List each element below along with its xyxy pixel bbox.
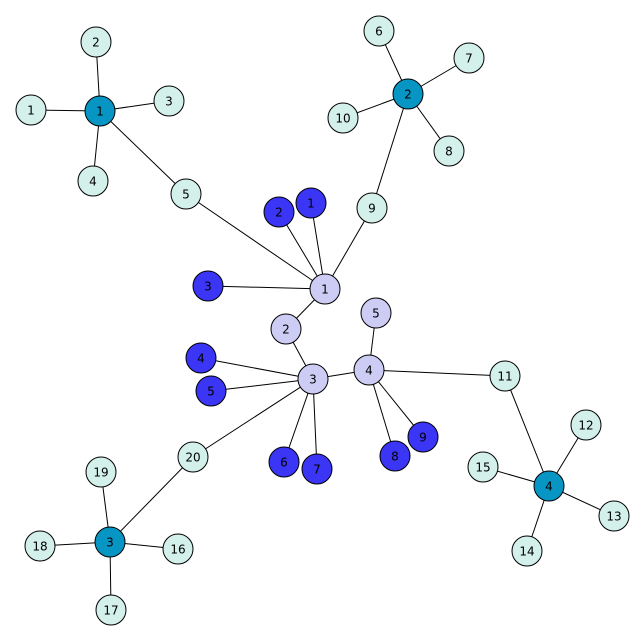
node-circle bbox=[511, 535, 543, 567]
node-circle bbox=[309, 273, 341, 305]
node-leaf-3: 3 bbox=[153, 85, 185, 117]
edge-l20-h3 bbox=[109, 456, 194, 543]
node-leaf-4: 4 bbox=[77, 165, 109, 197]
node-leaf-12: 12 bbox=[570, 409, 602, 441]
edge-h1-l5 bbox=[99, 110, 187, 195]
node-circle bbox=[263, 196, 295, 228]
node-circle bbox=[15, 94, 47, 126]
node-circle bbox=[433, 135, 465, 167]
node-leaf-7: 7 bbox=[453, 42, 485, 74]
node-circle bbox=[356, 192, 388, 224]
node-circle bbox=[360, 297, 392, 329]
edge-c3-l20 bbox=[192, 378, 314, 458]
node-circle bbox=[85, 456, 117, 488]
node-core-1: 1 bbox=[309, 273, 341, 305]
node-blue-1: 1 bbox=[295, 187, 327, 219]
node-circle bbox=[570, 409, 602, 441]
node-circle bbox=[94, 526, 126, 558]
node-circle bbox=[353, 354, 385, 386]
node-leaf-8: 8 bbox=[433, 135, 465, 167]
node-circle bbox=[195, 375, 227, 407]
node-leaf-5: 5 bbox=[170, 178, 202, 210]
node-leaf-2: 2 bbox=[80, 26, 112, 58]
node-blue-7: 7 bbox=[301, 453, 333, 485]
node-circle bbox=[170, 178, 202, 210]
node-leaf-15: 15 bbox=[467, 451, 499, 483]
node-circle bbox=[185, 342, 217, 374]
node-circle bbox=[153, 85, 185, 117]
node-blue-2: 2 bbox=[263, 196, 295, 228]
node-core-5: 5 bbox=[360, 297, 392, 329]
edge-c3-b5 bbox=[210, 378, 314, 392]
node-circle bbox=[84, 95, 116, 127]
node-circle bbox=[162, 533, 194, 565]
node-circle bbox=[80, 26, 112, 58]
node-circle bbox=[363, 15, 395, 47]
node-leaf-6: 6 bbox=[363, 15, 395, 47]
node-circle bbox=[453, 42, 485, 74]
node-blue-4: 4 bbox=[185, 342, 217, 374]
node-circle bbox=[392, 78, 424, 110]
node-circle bbox=[598, 500, 630, 532]
node-core-2: 2 bbox=[270, 313, 302, 345]
node-blue-3: 3 bbox=[192, 270, 224, 302]
nodes-layer: 1234123456789101112131415161718192012345… bbox=[15, 15, 630, 626]
node-leaf-14: 14 bbox=[511, 535, 543, 567]
node-core-4: 4 bbox=[353, 354, 385, 386]
node-core-3: 3 bbox=[297, 363, 329, 395]
node-circle bbox=[295, 187, 327, 219]
node-hub-1: 1 bbox=[84, 95, 116, 127]
edge-l9-c1 bbox=[324, 207, 373, 290]
node-circle bbox=[407, 421, 439, 453]
node-circle bbox=[533, 470, 565, 502]
node-circle bbox=[467, 451, 499, 483]
node-circle bbox=[327, 102, 359, 134]
node-leaf-9: 9 bbox=[356, 192, 388, 224]
node-circle bbox=[297, 363, 329, 395]
node-leaf-10: 10 bbox=[327, 102, 359, 134]
node-leaf-11: 11 bbox=[489, 360, 521, 392]
node-hub-4: 4 bbox=[533, 470, 565, 502]
node-circle bbox=[95, 594, 127, 626]
node-hub-2: 2 bbox=[392, 78, 424, 110]
node-circle bbox=[270, 313, 302, 345]
node-hub-3: 3 bbox=[94, 526, 126, 558]
node-circle bbox=[268, 446, 300, 478]
node-leaf-13: 13 bbox=[598, 500, 630, 532]
edge-h2-l9 bbox=[371, 93, 409, 209]
node-leaf-20: 20 bbox=[177, 441, 209, 473]
node-blue-5: 5 bbox=[195, 375, 227, 407]
node-circle bbox=[379, 440, 411, 472]
node-leaf-19: 19 bbox=[85, 456, 117, 488]
node-blue-8: 8 bbox=[379, 440, 411, 472]
edges-layer bbox=[30, 30, 615, 611]
node-blue-6: 6 bbox=[268, 446, 300, 478]
node-leaf-1: 1 bbox=[15, 94, 47, 126]
node-circle bbox=[77, 165, 109, 197]
edge-c1-b3 bbox=[207, 285, 326, 290]
node-blue-9: 9 bbox=[407, 421, 439, 453]
node-circle bbox=[24, 530, 56, 562]
node-leaf-17: 17 bbox=[95, 594, 127, 626]
node-circle bbox=[192, 270, 224, 302]
edge-l5-c1 bbox=[185, 193, 326, 290]
edge-c3-b4 bbox=[200, 357, 314, 380]
node-circle bbox=[177, 441, 209, 473]
node-leaf-16: 16 bbox=[162, 533, 194, 565]
edge-c4-l11 bbox=[368, 369, 506, 377]
edge-l11-h4 bbox=[504, 375, 550, 487]
node-leaf-18: 18 bbox=[24, 530, 56, 562]
node-circle bbox=[489, 360, 521, 392]
node-circle bbox=[301, 453, 333, 485]
